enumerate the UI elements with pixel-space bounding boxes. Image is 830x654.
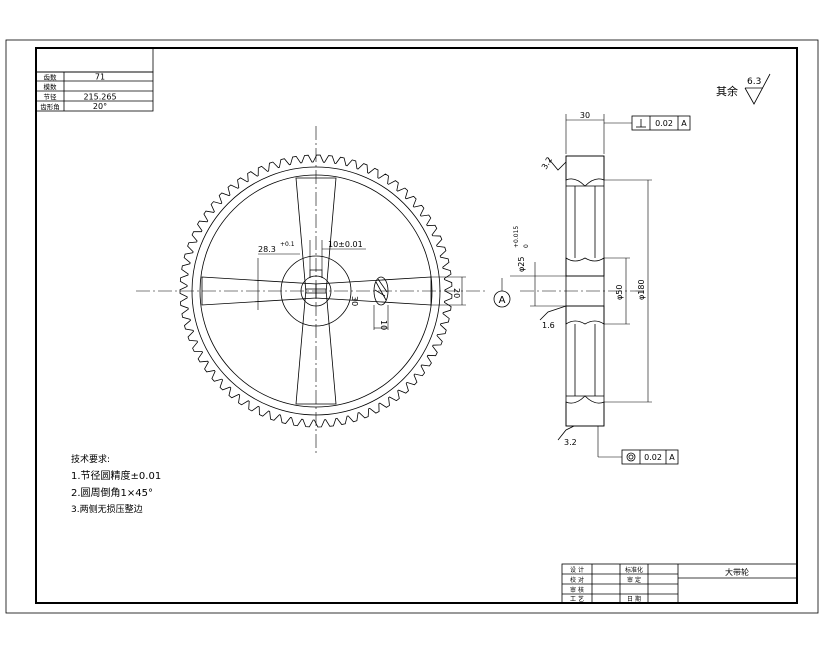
dim-keyway-depth: 28.3 <box>258 245 276 254</box>
tech-requirements: 技术要求: 1.节径圆精度±0.01 2.圆周倒角1×45° 3.两侧无损压整边 <box>71 453 161 515</box>
tb-r2c3: 审 定 <box>627 576 641 584</box>
side-view: 30 0.02 A 3.2 φ25 +0.015 0 A 1.6 φ50 <box>493 111 691 465</box>
param-value-teeth: 71 <box>95 73 105 82</box>
tech-req-title: 技术要求: <box>71 453 110 465</box>
rim-section-top <box>565 155 605 187</box>
dim-spoke-10: 10 <box>379 320 388 330</box>
roughness-note-value: 6.3 <box>747 77 761 87</box>
roughness-bore: 1.6 <box>542 321 555 330</box>
param-table: 齿数 71 模数 节径 215.265 齿形角 20° <box>35 47 154 112</box>
dim-width-30: 30 <box>580 111 590 120</box>
param-label-tooth-angle: 齿形角 <box>40 102 60 111</box>
roughness-top: 3.2 <box>540 155 554 171</box>
param-value-pitch-dia: 215.265 <box>83 93 116 102</box>
tb-r1c3: 标准化 <box>625 566 643 574</box>
tb-r2c1: 校 对 <box>570 576 584 584</box>
roughness-bore-icon <box>539 305 567 321</box>
param-table-body <box>35 71 154 112</box>
roughness-bottom-icon <box>557 425 575 441</box>
param-label-module: 模数 <box>44 82 58 91</box>
tol-runout-value: 0.02 <box>644 453 662 462</box>
roughness-bottom: 3.2 <box>564 438 577 447</box>
dim-bore: φ25 <box>517 257 526 272</box>
dim-keyway-depth-tol: +0.1 <box>280 241 295 248</box>
gear-teeth <box>179 154 453 428</box>
gear-tooth-profile <box>179 154 453 428</box>
dim-hub-30: 30 <box>350 296 359 306</box>
tech-req-item-3: 3.两侧无损压整边 <box>71 503 143 515</box>
tb-r1c1: 设 计 <box>570 566 584 574</box>
dim-keyway-width: 10±0.01 <box>328 240 363 249</box>
dim-spoke-20: 20 <box>452 288 461 298</box>
front-view: 28.3 +0.1 10±0.01 30 10 20 <box>136 126 486 456</box>
tol-perp-datum: A <box>681 119 687 128</box>
param-table-header-box <box>35 47 154 73</box>
tb-r3c1: 审 核 <box>570 586 584 594</box>
param-value-tooth-angle: 20° <box>93 102 107 111</box>
tb-r4c1: 工 艺 <box>570 595 584 603</box>
roughness-note: 其余 6.3 <box>716 73 771 105</box>
tech-req-item-1: 1.节径圆精度±0.01 <box>71 469 161 482</box>
param-label-pitch-dia: 节径 <box>44 92 58 101</box>
tol-runout-frame <box>621 449 679 465</box>
roughness-top-icon <box>547 157 567 171</box>
roughness-note-label: 其余 <box>716 84 738 98</box>
dim-outer-180: φ180 <box>637 279 646 300</box>
title-block: 设 计 标准化 校 对 审 定 审 核 工 艺 日 期 大带轮 <box>561 563 798 604</box>
dim-hub-50: φ50 <box>615 285 624 300</box>
rim-section-bottom <box>565 395 605 427</box>
tol-perp-frame <box>631 115 691 131</box>
concentricity-icon <box>626 452 636 462</box>
param-label-teeth: 齿数 <box>44 73 58 82</box>
tb-part-name: 大带轮 <box>725 567 749 577</box>
spoke-bottom <box>295 288 337 405</box>
tech-req-item-2: 2.圆周倒角1×45° <box>71 487 153 499</box>
roughness-symbol-icon <box>744 73 771 105</box>
dim-bore-tol: +0.015 <box>513 226 520 248</box>
drawing-frame <box>35 47 798 604</box>
dim-bore-tol-low: 0 <box>523 244 530 248</box>
tol-runout-datum: A <box>669 453 675 462</box>
hub-section-bottom <box>565 305 605 325</box>
hub-section-top <box>565 257 605 277</box>
datum-a-label: A <box>499 295 506 306</box>
tb-r4c3: 日 期 <box>627 595 641 603</box>
sheet-outer-border <box>5 39 819 614</box>
tol-perp-value: 0.02 <box>655 119 673 128</box>
title-block-frame <box>561 563 798 604</box>
